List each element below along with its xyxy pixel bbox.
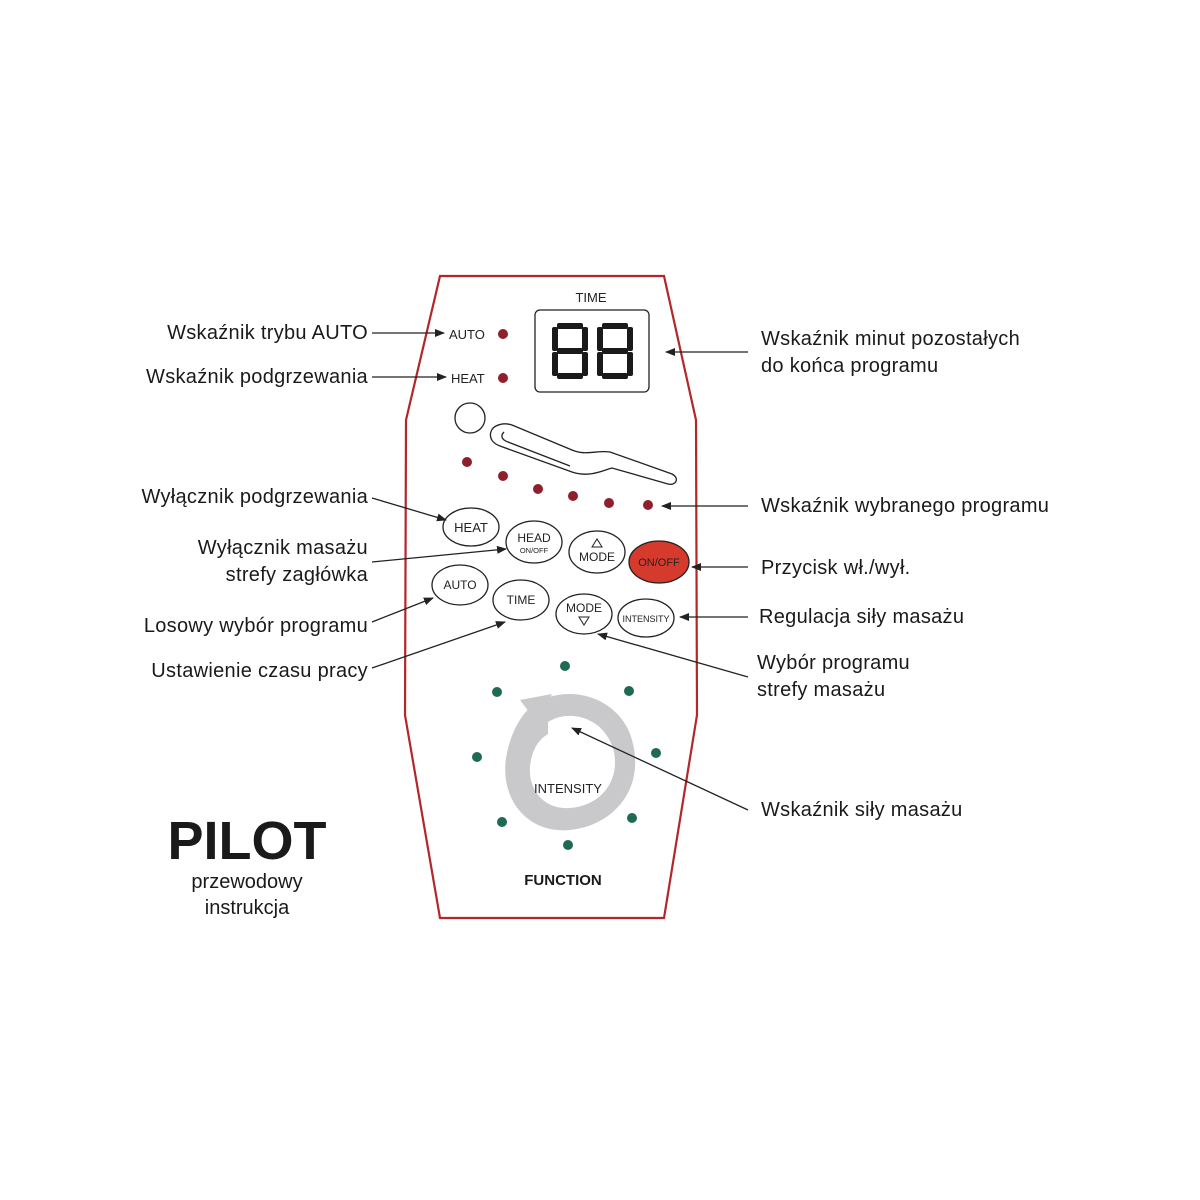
auto-indicator-label: AUTO xyxy=(449,327,485,342)
program-leds xyxy=(462,457,653,510)
callout-head-line2: strefy zagłówka xyxy=(226,564,369,586)
mode-up-button[interactable]: MODE xyxy=(568,530,626,574)
dial-label: INTENSITY xyxy=(534,781,602,796)
intensity-led xyxy=(624,686,634,696)
callout-set-time: Ustawienie czasu pracy xyxy=(151,660,368,682)
triangle-down-icon xyxy=(578,616,590,626)
callout-power-button: Przycisk wł./wył. xyxy=(761,557,911,579)
callout-intensity-indicator: Wskaźnik siły masażu xyxy=(761,799,963,821)
svg-text:AUTO: AUTO xyxy=(443,578,476,592)
arrow-head xyxy=(371,545,507,563)
callout-zone-line1: Wybór programu xyxy=(757,652,910,674)
time-button[interactable]: TIME xyxy=(492,579,550,621)
heat-indicator-led xyxy=(498,373,508,383)
svg-text:ON/OFF: ON/OFF xyxy=(638,557,680,569)
svg-text:HEAD: HEAD xyxy=(517,531,551,545)
intensity-led xyxy=(492,687,502,697)
callout-head-line1: Wyłącznik masażu xyxy=(198,537,368,559)
display-digits xyxy=(552,323,633,379)
svg-text:ON/OFF: ON/OFF xyxy=(520,546,549,555)
mode-down-button[interactable]: MODE xyxy=(555,593,613,635)
title-subline2: instrukcja xyxy=(205,897,290,919)
head-button[interactable]: HEAD ON/OFF xyxy=(505,520,563,564)
triangle-up-icon xyxy=(591,538,603,548)
svg-text:HEAT: HEAT xyxy=(454,520,488,535)
heat-indicator-label: HEAT xyxy=(451,371,485,386)
program-led xyxy=(498,471,508,481)
callout-timer-line1: Wskaźnik minut pozostałych xyxy=(761,328,1020,350)
intensity-led xyxy=(497,817,507,827)
callout-heat-indicator: Wskaźnik podgrzewania xyxy=(146,366,369,388)
massage-body-icon xyxy=(454,402,677,485)
arrow-time-button xyxy=(371,621,506,669)
intensity-led xyxy=(560,661,570,671)
program-led xyxy=(643,500,653,510)
svg-text:MODE: MODE xyxy=(566,601,602,615)
page-title: PILOT xyxy=(168,811,327,871)
callout-auto-indicator: Wskaźnik trybu AUTO xyxy=(167,322,368,344)
callout-zone-line2: strefy masażu xyxy=(757,679,885,701)
svg-text:TIME: TIME xyxy=(507,593,536,607)
time-label: TIME xyxy=(575,290,606,305)
power-button[interactable]: ON/OFF xyxy=(628,540,690,584)
intensity-leds xyxy=(472,661,661,850)
callout-heat-switch: Wyłącznik podgrzewania xyxy=(141,486,368,508)
intensity-dial[interactable]: INTENSITY xyxy=(505,694,636,831)
program-led xyxy=(533,484,543,494)
arrow-intensity-dial xyxy=(571,727,749,811)
intensity-led xyxy=(651,748,661,758)
intensity-button[interactable]: INTENSITY xyxy=(617,598,675,638)
callout-program-indicator: Wskaźnik wybranego programu xyxy=(761,495,1049,517)
program-led xyxy=(568,491,578,501)
auto-button[interactable]: AUTO xyxy=(431,564,489,606)
intensity-led xyxy=(472,752,482,762)
callout-timer-line2: do końca programu xyxy=(761,355,938,377)
arrow-heat-switch xyxy=(371,497,447,522)
svg-text:MODE: MODE xyxy=(579,550,615,564)
intensity-led xyxy=(627,813,637,823)
time-display xyxy=(534,309,650,393)
heat-button[interactable]: HEAT xyxy=(442,507,500,547)
arrow-auto-button xyxy=(371,597,434,623)
title-subline1: przewodowy xyxy=(191,871,302,893)
arrow-mode-down xyxy=(597,632,749,678)
auto-indicator-led xyxy=(498,329,508,339)
intensity-led xyxy=(563,840,573,850)
svg-text:INTENSITY: INTENSITY xyxy=(622,614,669,624)
callout-intensity-adjust: Regulacja siły masażu xyxy=(759,606,964,628)
program-led xyxy=(604,498,614,508)
program-led xyxy=(462,457,472,467)
function-label: FUNCTION xyxy=(524,872,602,889)
callout-random-program: Losowy wybór programu xyxy=(144,615,368,637)
